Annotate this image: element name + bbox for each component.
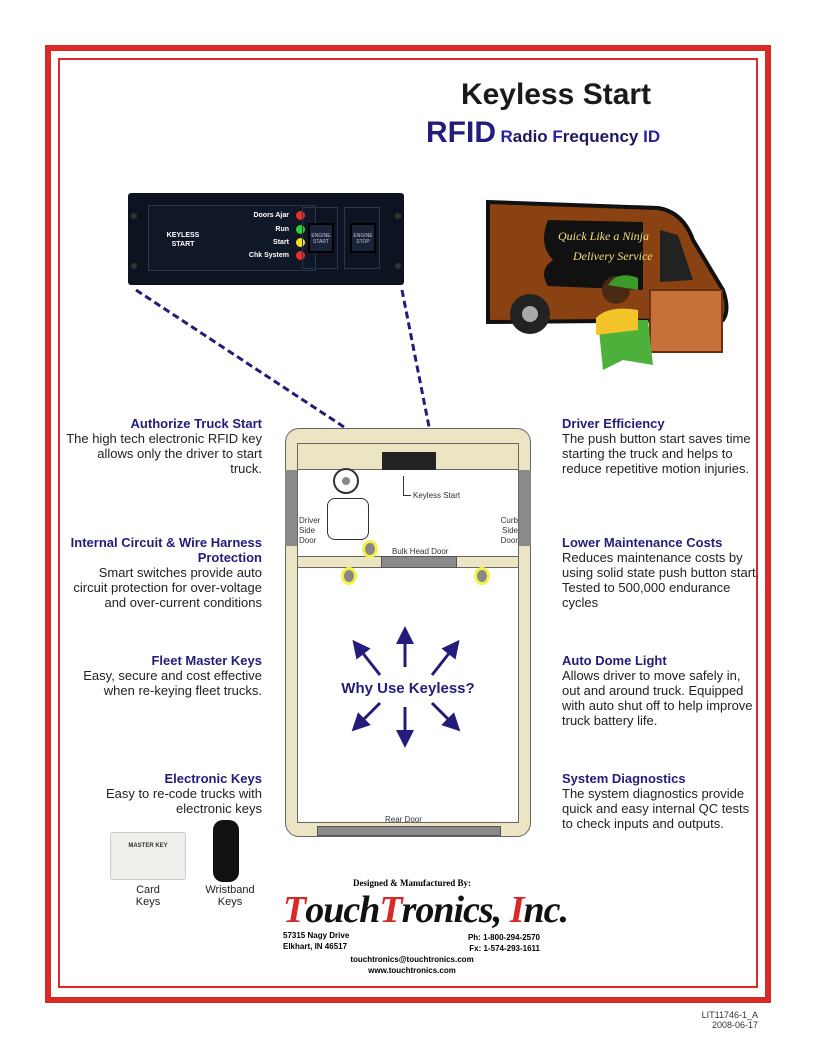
card-key-image: MASTER KEY <box>110 832 186 880</box>
led-run <box>296 225 305 234</box>
led-chk-system <box>296 251 305 260</box>
driver-seat <box>327 498 369 540</box>
dome-light-icon <box>477 570 487 582</box>
keyless-panel-mini <box>382 452 436 470</box>
bulkhead-label: Bulk Head Door <box>392 547 449 556</box>
keyless-start-panel: KEYLESS START Doors Ajar Run Start Chk S… <box>128 193 404 285</box>
led-doors-ajar <box>296 211 305 220</box>
website-link[interactable]: www.touchtronics.com <box>368 966 456 975</box>
engine-stop-button[interactable]: ENGINE STOP <box>344 207 380 269</box>
svg-text:Delivery Service: Delivery Service <box>572 249 653 263</box>
steering-wheel-icon <box>333 468 359 494</box>
designed-by: Designed & Manufactured By: <box>352 878 472 888</box>
card-keys-label: Card Keys <box>135 884 161 908</box>
dome-light-icon <box>344 570 354 582</box>
wristband-keys-label: Wristband Keys <box>205 884 255 908</box>
inner-border <box>58 58 758 988</box>
keyless-start-label: Keyless Start <box>413 491 461 500</box>
curb-door-label: Curb Side Door <box>500 516 518 545</box>
curb-door <box>519 470 531 546</box>
email-link[interactable]: touchtronics@touchtronics.com <box>350 955 474 964</box>
contact-links: touchtronics@touchtronics.com www.touchtr… <box>283 954 541 976</box>
rear-door <box>317 826 501 836</box>
wristband-key-image <box>213 820 239 882</box>
driver-door-label: Driver Side Door <box>299 516 321 545</box>
bulkhead-door <box>381 556 457 568</box>
page-title: Keyless Start <box>460 78 652 111</box>
rear-door-label: Rear Door <box>385 815 422 824</box>
keyless-start-pointer <box>403 476 411 496</box>
why-use-keyless-label: Why Use Keyless? <box>341 680 475 697</box>
page-subtitle: RFID Radio Frequency ID <box>426 116 661 149</box>
dome-light-icon <box>365 543 375 555</box>
outer-border <box>45 45 771 1003</box>
driver-door <box>285 470 297 546</box>
touchtronics-logo: TouchTronics, Inc. <box>283 889 569 931</box>
delivery-van-illustration: Quick Like a Ninja Delivery Service <box>486 199 729 370</box>
engine-start-button[interactable]: ENGINE START <box>302 207 338 269</box>
feature-circuit-protection: Internal Circuit & Wire Harness Protecti… <box>70 535 262 610</box>
arrows-icon <box>351 626 461 748</box>
led-start <box>296 238 305 247</box>
svg-text:Quick Like a Ninja: Quick Like a Ninja <box>558 229 649 243</box>
